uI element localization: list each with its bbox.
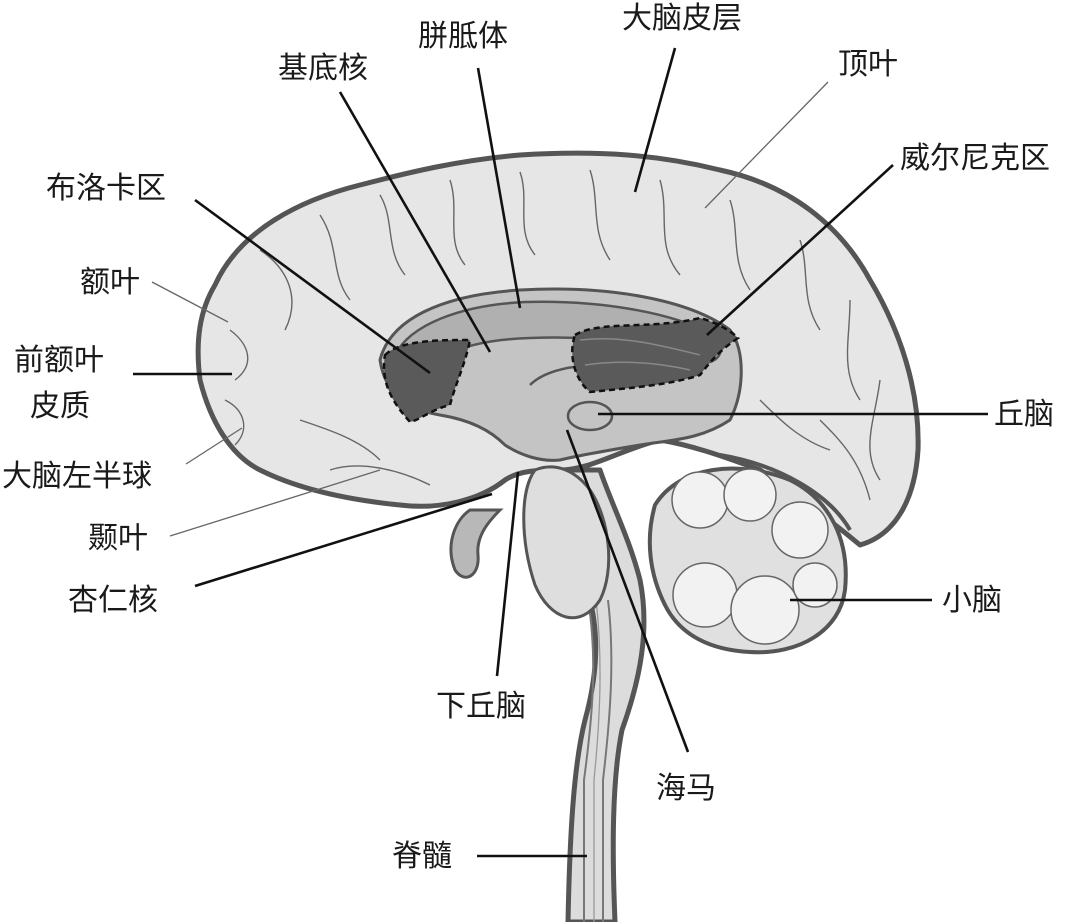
leader-lines [133, 47, 988, 858]
label-frontal-lobe: 额叶 [80, 265, 140, 300]
leader-temporal-lobe [169, 469, 381, 537]
midbrain [522, 465, 611, 620]
label-temporal-lobe: 颞叶 [88, 521, 148, 556]
leader-wernicke-area [706, 164, 894, 336]
label-parietal-lobe: 顶叶 [838, 47, 898, 82]
thalamus-shape [566, 400, 614, 432]
leader-amygdala [194, 492, 493, 588]
label-thalamus: 丘脑 [994, 397, 1054, 432]
label-prefrontal-cortex-line1: 前额叶 [14, 343, 104, 378]
leader-basal-ganglia [338, 91, 492, 353]
leader-broca-area [194, 198, 431, 375]
leader-corpus-callosum [476, 67, 522, 309]
leader-hippocampus [565, 429, 690, 753]
label-amygdala: 杏仁核 [68, 583, 158, 618]
labels: 胼胝体 大脑皮层 基底核 顶叶 威尔尼克区 布洛卡区 额叶 前额叶 皮质 丘脑 … [2, 1, 1054, 874]
label-cerebral-cortex: 大脑皮层 [622, 1, 742, 36]
leader-hypothalamus [495, 471, 520, 677]
label-hippocampus: 海马 [656, 771, 716, 806]
label-hypothalamus: 下丘脑 [436, 689, 526, 724]
label-wernicke-area: 威尔尼克区 [900, 141, 1050, 176]
label-broca-area: 布洛卡区 [46, 171, 166, 206]
label-corpus-callosum: 胼胝体 [418, 19, 508, 54]
leader-parietal-lobe [704, 81, 829, 209]
label-spinal-cord: 脊髓 [392, 839, 452, 874]
label-left-hemisphere: 大脑左半球 [2, 459, 152, 494]
leader-left-hemisphere [185, 427, 243, 465]
label-cerebellum: 小脑 [942, 583, 1002, 618]
leader-cerebral-cortex [633, 47, 677, 193]
broca-area-shape [382, 338, 472, 424]
wernicke-area-shape [571, 316, 740, 394]
label-basal-ganglia: 基底核 [278, 51, 368, 86]
leader-frontal-lobe [151, 281, 229, 323]
cerebellum-shape [647, 453, 852, 655]
label-prefrontal-cortex-line2: 皮质 [30, 389, 90, 424]
